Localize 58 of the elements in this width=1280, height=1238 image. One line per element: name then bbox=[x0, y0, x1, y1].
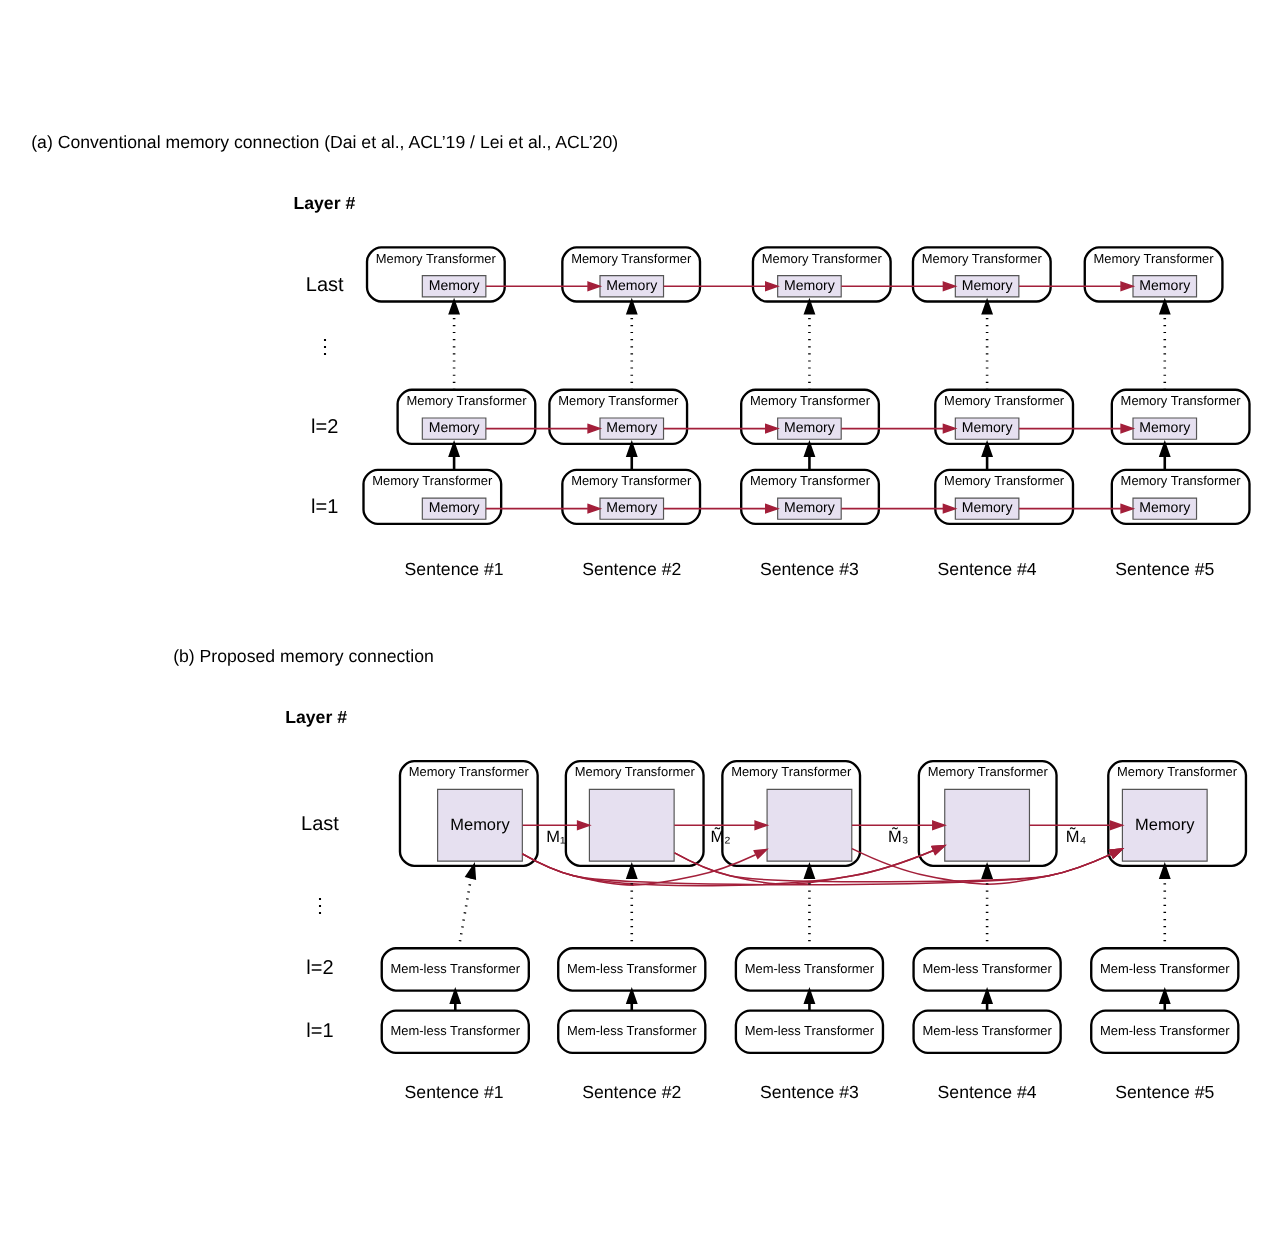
arrow bbox=[1018, 423, 1136, 434]
label: Sentence #4 bbox=[937, 1082, 1037, 1103]
label: l=2 bbox=[306, 958, 334, 981]
node-box bbox=[588, 788, 675, 862]
arrow bbox=[673, 820, 770, 831]
arrow bbox=[1158, 986, 1171, 1011]
label: ⋮ bbox=[314, 337, 335, 360]
label: Last bbox=[305, 275, 344, 298]
arrow bbox=[1158, 297, 1171, 390]
label: Sentence #1 bbox=[404, 559, 504, 580]
node-box bbox=[944, 788, 1031, 862]
arrow bbox=[1158, 440, 1171, 470]
label: Layer # bbox=[285, 706, 347, 727]
arrow bbox=[673, 847, 1125, 883]
label: l=1 bbox=[311, 497, 339, 520]
arrow bbox=[803, 297, 816, 390]
arrow bbox=[803, 986, 816, 1011]
arrow bbox=[662, 281, 780, 292]
arrow bbox=[1018, 281, 1136, 292]
arrow bbox=[521, 847, 1125, 886]
arrow bbox=[803, 440, 816, 470]
arrow bbox=[840, 503, 958, 514]
label: Sentence #5 bbox=[1115, 559, 1215, 580]
arrow bbox=[448, 297, 461, 390]
label: Last bbox=[301, 814, 339, 837]
label: Sentence #3 bbox=[759, 559, 859, 580]
arrow bbox=[1028, 820, 1125, 831]
arrow bbox=[521, 820, 592, 831]
arrow bbox=[981, 297, 994, 390]
node-box bbox=[766, 788, 853, 862]
label: Layer # bbox=[293, 193, 356, 214]
label: Sentence #5 bbox=[1115, 1082, 1215, 1103]
label: Sentence #3 bbox=[759, 1082, 859, 1103]
arrow bbox=[485, 423, 603, 434]
label: Sentence #1 bbox=[404, 1082, 504, 1103]
label: Sentence #2 bbox=[582, 1082, 682, 1103]
arrow bbox=[485, 281, 603, 292]
arrow bbox=[840, 423, 958, 434]
arrow bbox=[662, 423, 780, 434]
arrow bbox=[840, 281, 958, 292]
arrow bbox=[851, 820, 947, 831]
arrow bbox=[448, 440, 461, 470]
arrow bbox=[1018, 503, 1136, 514]
arrow bbox=[851, 847, 1125, 885]
arrow bbox=[449, 986, 462, 1011]
label: l=1 bbox=[306, 1020, 334, 1043]
label: Sentence #4 bbox=[937, 559, 1037, 580]
arrow bbox=[625, 297, 638, 390]
arrow bbox=[981, 440, 994, 470]
arrow bbox=[625, 986, 638, 1011]
label: l=2 bbox=[311, 417, 339, 440]
arrow bbox=[485, 503, 603, 514]
label: Sentence #2 bbox=[582, 559, 682, 580]
label: (b) Proposed memory connection bbox=[173, 645, 434, 666]
label: ⋮ bbox=[309, 895, 330, 918]
arrow bbox=[662, 503, 780, 514]
arrow bbox=[625, 440, 638, 470]
label: (a) Conventional memory connection (Dai et al., ACL’19 / Lei et al., ACL’20) bbox=[31, 132, 619, 152]
